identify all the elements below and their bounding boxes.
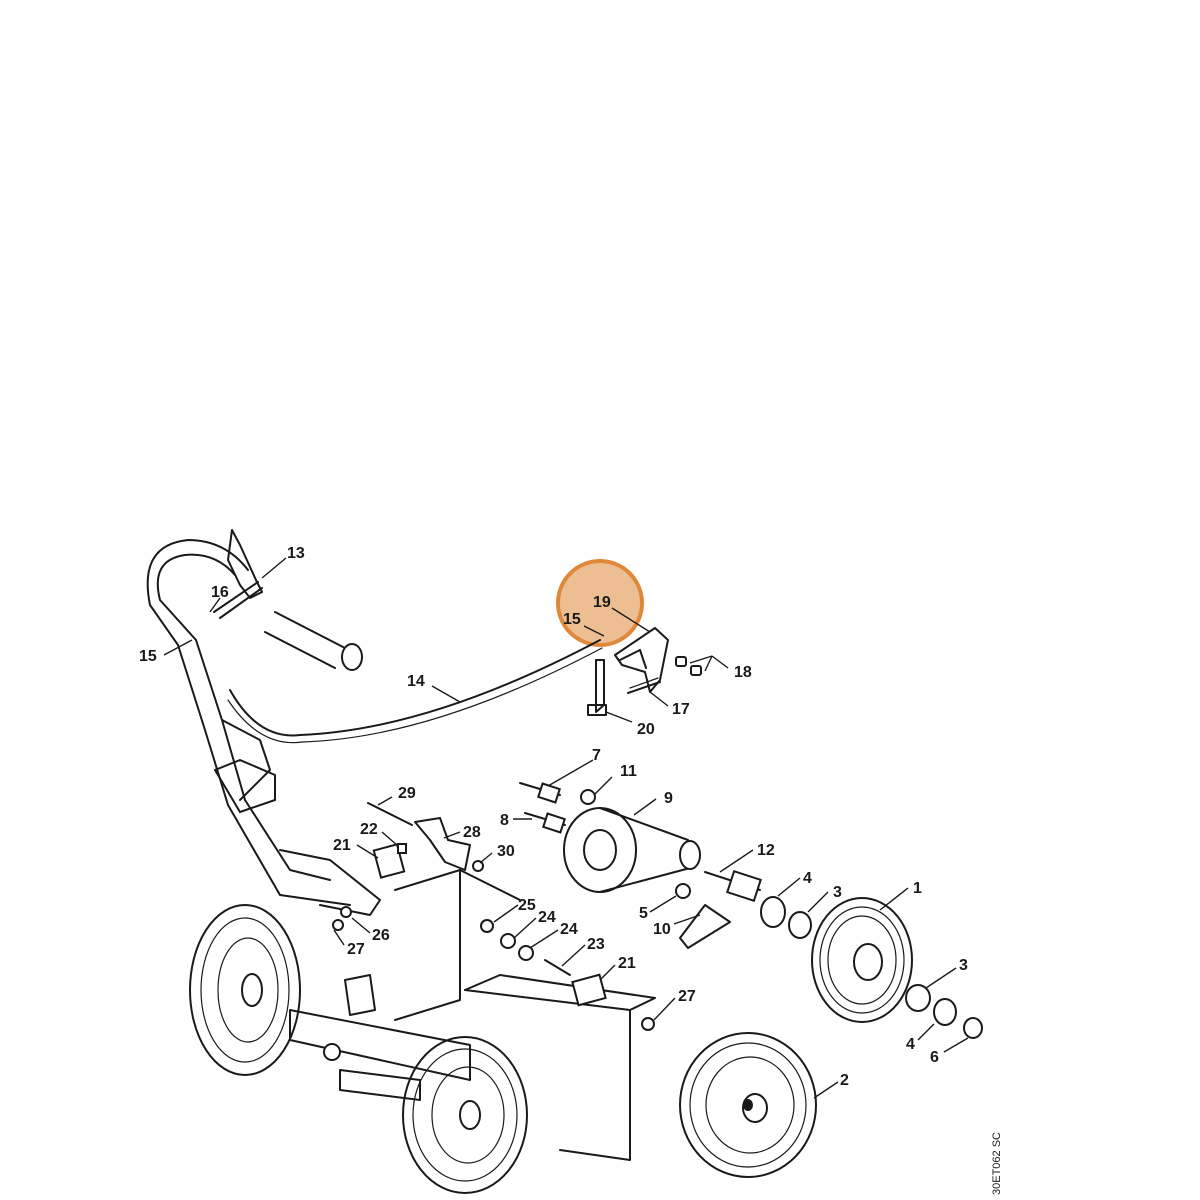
part-label: 20: [637, 721, 655, 738]
drawing-code: 30ET062 SC: [991, 1132, 1003, 1195]
part-label: 11: [620, 763, 637, 780]
part-label: 15: [563, 611, 581, 628]
part-label: 26: [372, 927, 390, 944]
part-label: 28: [463, 824, 481, 841]
wheel-right-rear: [679, 1032, 817, 1178]
part-label: 2: [840, 1072, 849, 1089]
part-label: 24: [538, 909, 556, 926]
part-label: 21: [618, 955, 636, 972]
part-labels: 13 16 15 19 15 18 14 17 20 7 11 29 9 8 2…: [139, 545, 968, 1089]
axle-shaft: [675, 869, 812, 949]
throttle-lever: [213, 529, 263, 619]
pulley-assembly: [563, 807, 701, 893]
part-label: 24: [560, 921, 578, 938]
bracket-28: [414, 817, 471, 871]
part-label: 1: [913, 880, 922, 897]
handle-bar: [146, 539, 381, 916]
stud-bolts: [519, 782, 596, 834]
part-label: 23: [587, 936, 605, 953]
part-label: 22: [360, 821, 378, 838]
wheel-right-front: [811, 897, 913, 1023]
part-label: 27: [678, 988, 696, 1005]
wheel-left-rear: [402, 1036, 528, 1194]
part-label: 9: [664, 790, 673, 807]
wheel-bushings-right: [905, 984, 983, 1039]
part-label: 4: [803, 870, 812, 887]
bowden-cable: [229, 639, 601, 737]
part-label: 7: [592, 747, 601, 764]
part-label: 25: [518, 897, 536, 914]
part-label: 18: [734, 664, 752, 681]
highlight-circle: [556, 559, 644, 647]
part-label: 21: [333, 837, 351, 854]
wheel-left-front: [189, 904, 301, 1076]
part-label: 10: [653, 921, 671, 938]
part-label: 12: [757, 842, 775, 859]
part-label: 27: [347, 941, 365, 958]
part-label: 4: [906, 1036, 915, 1053]
part-label: 14: [407, 673, 425, 690]
part-label: 16: [211, 584, 229, 601]
part-label: 13: [287, 545, 305, 562]
small-hardware: [332, 802, 655, 1031]
grip: [264, 611, 363, 671]
part-label: 3: [959, 957, 968, 974]
linkage-bracket: [587, 627, 702, 716]
part-label: 15: [139, 648, 157, 665]
part-label: 19: [593, 594, 611, 611]
part-label: 5: [639, 905, 648, 922]
part-label: 29: [398, 785, 416, 802]
part-label: 3: [833, 884, 842, 901]
part-label: 6: [930, 1049, 939, 1066]
leader-lines: [163, 557, 969, 1099]
part-label: 17: [672, 701, 690, 718]
part-label: 30: [497, 843, 515, 860]
part-label: 8: [500, 812, 509, 829]
